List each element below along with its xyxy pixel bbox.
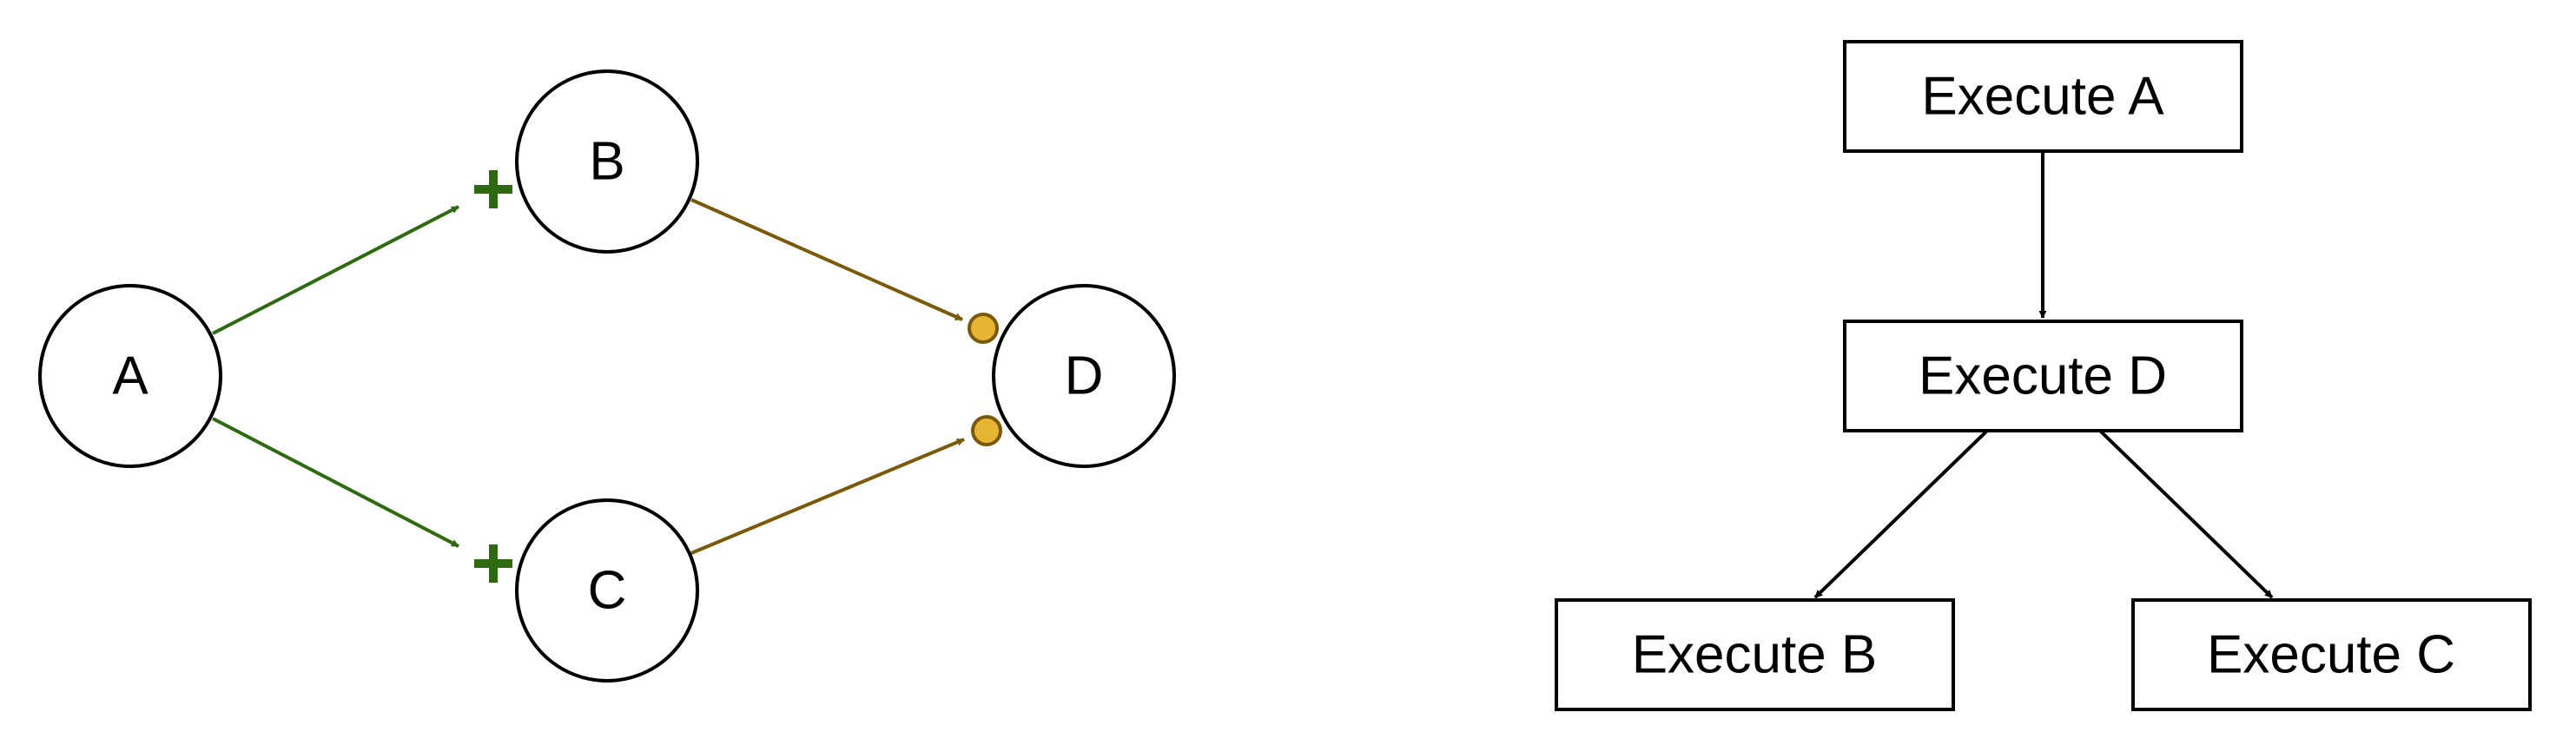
box-execute-a[interactable]: Execute A [1843,40,2243,153]
box-execute-d[interactable]: Execute D [1843,320,2243,432]
plus-icon [474,544,512,583]
box-execute-b-label: Execute B [1632,625,1878,685]
tree-edge-d-to-b[interactable] [1813,429,1989,599]
edge-line [1813,429,1989,599]
edge-b-to-d[interactable] [690,198,963,321]
node-a-label: A [112,346,149,406]
edge-line [212,205,459,335]
edge-c-to-d[interactable] [690,438,965,555]
node-b[interactable]: B [515,69,699,254]
node-b-label: B [589,132,624,192]
edge-line [690,198,963,321]
edge-a-to-b[interactable] [212,205,459,335]
circle-icon [968,313,999,344]
node-c[interactable]: C [515,498,699,683]
box-execute-a-label: Execute A [1921,67,2164,127]
box-execute-c[interactable]: Execute C [2131,598,2532,711]
box-execute-c-label: Execute C [2207,625,2455,685]
node-d-label: D [1065,346,1104,406]
execution-tree: Execute A Execute D Execute B Execute C [1555,40,2532,711]
dependency-graph: A B C D [38,69,1176,683]
circle-icon [971,415,1002,446]
node-a[interactable]: A [38,284,222,468]
tree-edge-d-to-c[interactable] [2098,429,2274,599]
edge-a-to-c[interactable] [212,417,459,548]
edge-line [2098,429,2274,599]
node-c-label: C [588,561,627,621]
plus-icon [474,170,512,208]
node-d[interactable]: D [992,284,1176,468]
box-execute-d-label: Execute D [1919,346,2167,406]
edge-line [212,417,459,548]
edge-line [690,438,965,555]
box-execute-b[interactable]: Execute B [1555,598,1955,711]
